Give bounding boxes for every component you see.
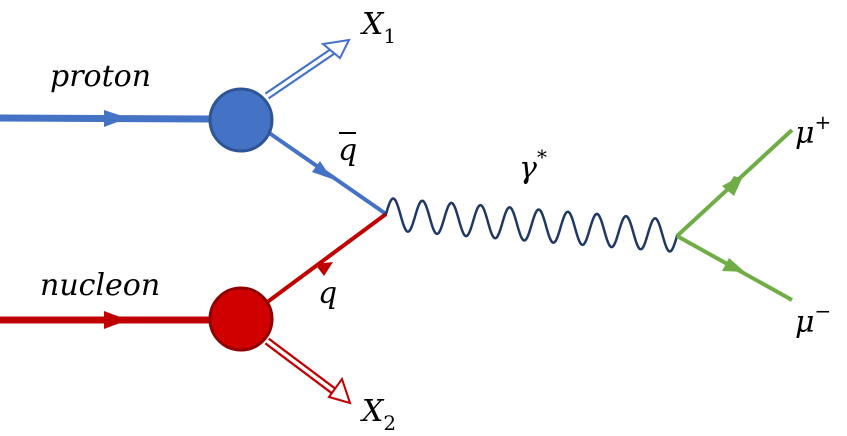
nucleon-branch	[0, 212, 388, 405]
muon-minus-label: μ−	[795, 299, 831, 340]
proton-blob	[208, 87, 274, 153]
svg-text:q: q	[338, 133, 357, 168]
x1-remnant-arrow	[264, 38, 351, 100]
muon-minus-arrow	[722, 258, 745, 272]
proton-beam-arrow	[104, 110, 128, 127]
antiquark-label: q	[338, 132, 357, 168]
quark-line	[260, 212, 388, 308]
proton-label: proton	[50, 59, 151, 94]
proton-branch	[0, 38, 388, 216]
quark-arrow	[315, 262, 333, 276]
nucleon-blob	[208, 286, 274, 352]
nucleon-beam-arrow	[104, 311, 128, 329]
virtual-photon-line	[384, 197, 679, 253]
x1-label: X1	[360, 7, 396, 48]
muon-plus-label: μ+	[795, 110, 831, 151]
x2-remnant-arrow	[264, 337, 352, 405]
quark-label: q	[318, 276, 337, 311]
photon-label: γ*	[519, 145, 547, 186]
nucleon-label: nucleon	[40, 268, 160, 303]
x2-label: X2	[360, 394, 396, 435]
antiquark-arrow	[312, 161, 332, 179]
muon-branch	[675, 128, 794, 302]
